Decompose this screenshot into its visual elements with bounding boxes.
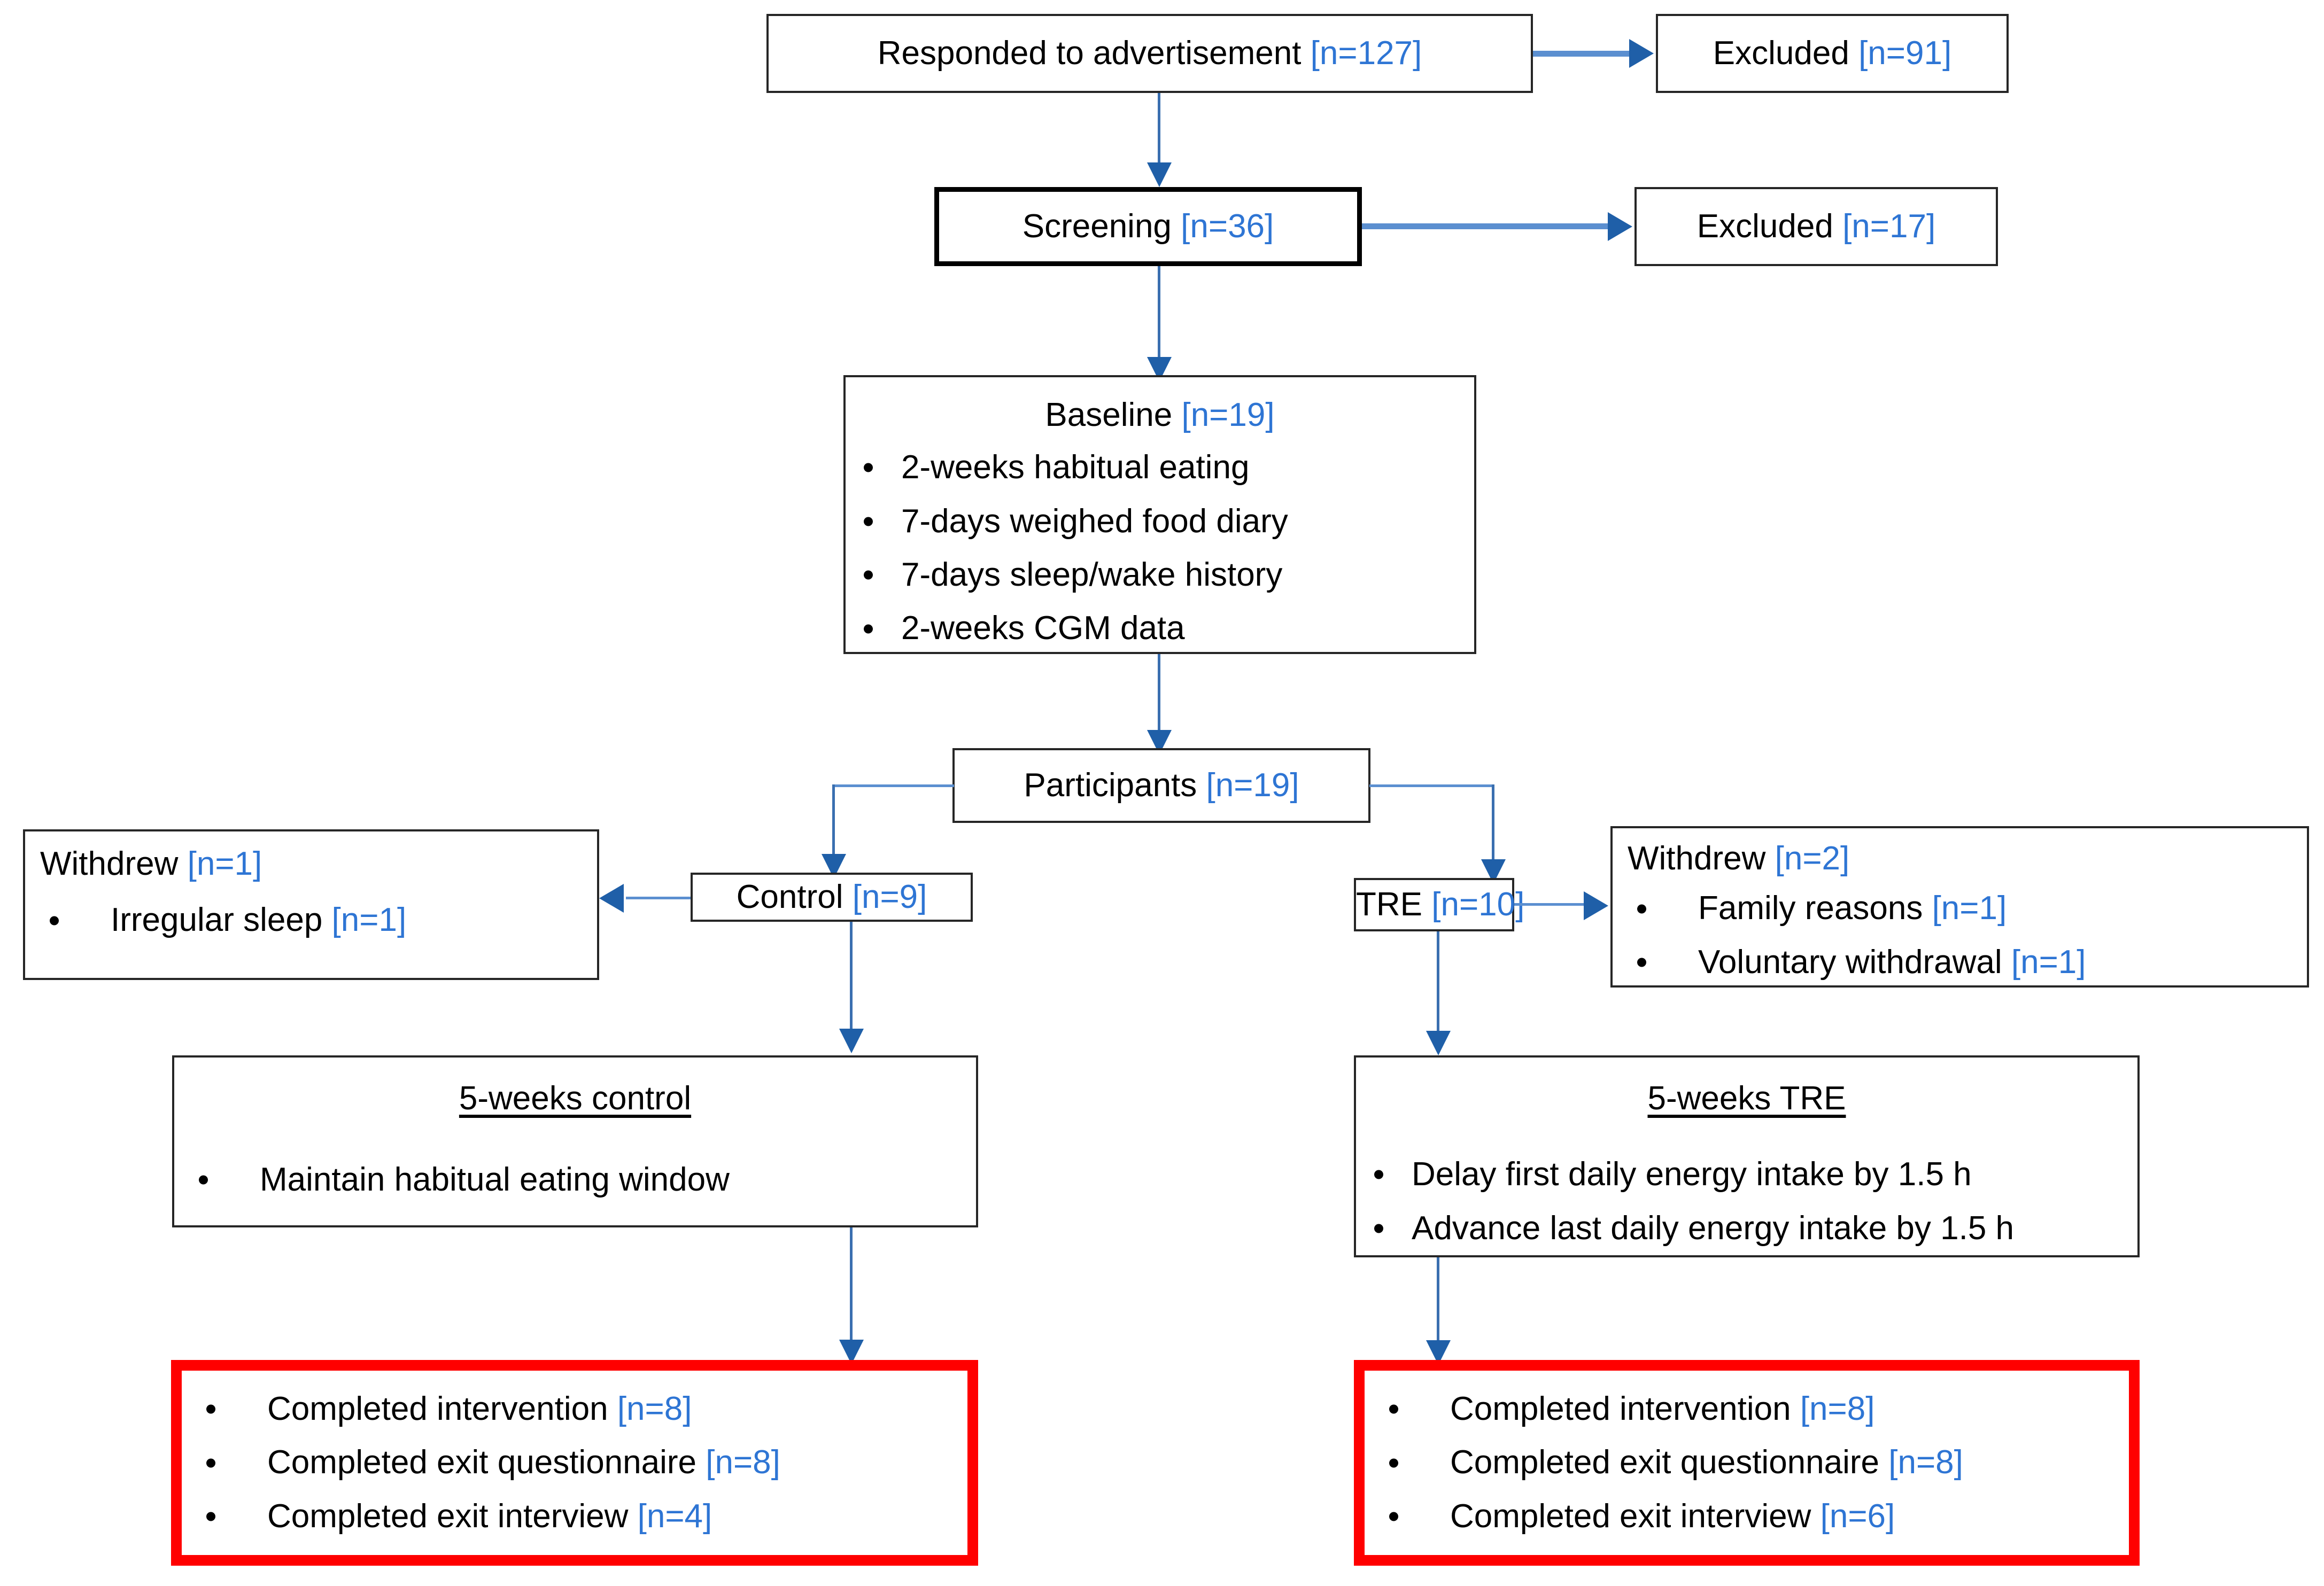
withdrew-tre-item-list: Family reasons [n=1] Voluntary withdrawa… xyxy=(1613,882,2307,989)
arrowhead-down-screening xyxy=(1147,162,1172,187)
node-completed-control: Completed intervention [n=8] Completed e… xyxy=(171,1360,978,1566)
connector-participants-right-h xyxy=(1369,784,1493,787)
connector-tre-to-intervention xyxy=(1437,931,1439,1031)
list-item: Completed exit interview [n=6] xyxy=(1365,1490,2129,1543)
list-item: Completed intervention [n=8] xyxy=(1365,1382,2129,1436)
control-intervention-item-list: Maintain habitual eating window xyxy=(174,1153,976,1207)
node-screening: Screening [n=36] xyxy=(934,187,1362,266)
list-item: Irregular sleep [n=1] xyxy=(25,893,597,947)
intervention-title-control: 5-weeks control xyxy=(459,1080,692,1117)
node-participants: Participants [n=19] xyxy=(952,748,1370,823)
connector-baseline-to-participants xyxy=(1158,654,1160,730)
connector-screening-to-baseline xyxy=(1158,266,1160,357)
withdrew-control-item-list: Irregular sleep [n=1] xyxy=(25,893,597,947)
list-item: Advance last daily energy intake by 1.5 … xyxy=(1356,1202,2137,1255)
list-item: Completed exit questionnaire [n=8] xyxy=(182,1436,967,1489)
node-label: Baseline [n=19] xyxy=(1045,396,1275,433)
node-label: Control [n=9] xyxy=(736,878,927,916)
connector-control-intervention-to-completed xyxy=(850,1227,853,1340)
list-item: Maintain habitual eating window xyxy=(174,1153,976,1207)
list-item: 7-days weighed food diary xyxy=(846,495,1474,548)
connector-control-to-withdrew xyxy=(626,897,692,899)
node-label: Excluded [n=91] xyxy=(1713,35,1952,72)
node-label: Participants [n=19] xyxy=(1024,767,1299,804)
node-control: Control [n=9] xyxy=(691,873,973,922)
arrowhead-right-withdrew-tre xyxy=(1584,891,1608,920)
arrowhead-down-tre-intervention xyxy=(1426,1031,1451,1055)
withdrew-control-label: Withdrew [n=1] xyxy=(40,845,262,882)
connector-participants-left-v xyxy=(832,784,835,854)
node-baseline: Baseline [n=19] 2-weeks habitual eating … xyxy=(843,375,1476,654)
arrowhead-left-withdrew-control xyxy=(599,884,624,913)
list-item: Family reasons [n=1] xyxy=(1613,882,2307,935)
node-5-weeks-control: 5-weeks control Maintain habitual eating… xyxy=(172,1055,978,1227)
list-item: 7-days sleep/wake history xyxy=(846,548,1474,602)
connector-participants-right-v xyxy=(1492,784,1494,859)
connector-control-to-intervention xyxy=(850,922,853,1029)
baseline-item-list: 2-weeks habitual eating 7-days weighed f… xyxy=(846,441,1474,656)
connector-tre-to-withdrew xyxy=(1514,903,1584,906)
completed-control-item-list: Completed intervention [n=8] Completed e… xyxy=(182,1382,967,1543)
node-label: Screening [n=36] xyxy=(1022,208,1274,245)
node-tre: TRE [n=10] xyxy=(1354,878,1525,931)
node-responded-to-advertisement: Responded to advertisement [n=127] xyxy=(766,14,1533,93)
arrowhead-right-excluded2 xyxy=(1608,212,1632,241)
list-item: Completed exit questionnaire [n=8] xyxy=(1365,1436,2129,1489)
node-withdrew-control: Withdrew [n=1] Irregular sleep [n=1] xyxy=(23,829,599,980)
node-excluded-2: Excluded [n=17] xyxy=(1634,187,1998,266)
node-label: TRE [n=10] xyxy=(1356,886,1525,923)
withdrew-tre-label: Withdrew [n=2] xyxy=(1628,840,1850,877)
list-item: Completed exit interview [n=4] xyxy=(182,1490,967,1543)
node-label: Excluded [n=17] xyxy=(1696,208,1936,245)
node-withdrew-tre: Withdrew [n=2] Family reasons [n=1] Volu… xyxy=(1610,826,2309,988)
node-label: Responded to advertisement [n=127] xyxy=(877,35,1422,72)
connector-responded-to-excluded1 xyxy=(1533,51,1629,57)
connector-screening-to-excluded2 xyxy=(1362,223,1608,229)
arrowhead-right-excluded1 xyxy=(1629,39,1654,68)
list-item: 2-weeks CGM data xyxy=(846,602,1474,655)
completed-tre-item-list: Completed intervention [n=8] Completed e… xyxy=(1365,1382,2129,1543)
connector-tre-intervention-to-completed xyxy=(1437,1257,1439,1340)
list-item: Voluntary withdrawal [n=1] xyxy=(1613,936,2307,989)
arrowhead-down-control-intervention xyxy=(839,1029,864,1053)
intervention-title-tre: 5-weeks TRE xyxy=(1647,1080,1846,1117)
connector-participants-left-h xyxy=(832,784,954,787)
list-item: Completed intervention [n=8] xyxy=(182,1382,967,1436)
list-item: 2-weeks habitual eating xyxy=(846,441,1474,494)
node-5-weeks-tre: 5-weeks TRE Delay first daily energy int… xyxy=(1354,1055,2140,1257)
node-excluded-1: Excluded [n=91] xyxy=(1656,14,2009,93)
list-item: Delay first daily energy intake by 1.5 h xyxy=(1356,1148,2137,1201)
tre-intervention-item-list: Delay first daily energy intake by 1.5 h… xyxy=(1356,1148,2137,1255)
node-completed-tre: Completed intervention [n=8] Completed e… xyxy=(1354,1360,2140,1566)
connector-responded-to-screening xyxy=(1158,93,1160,162)
